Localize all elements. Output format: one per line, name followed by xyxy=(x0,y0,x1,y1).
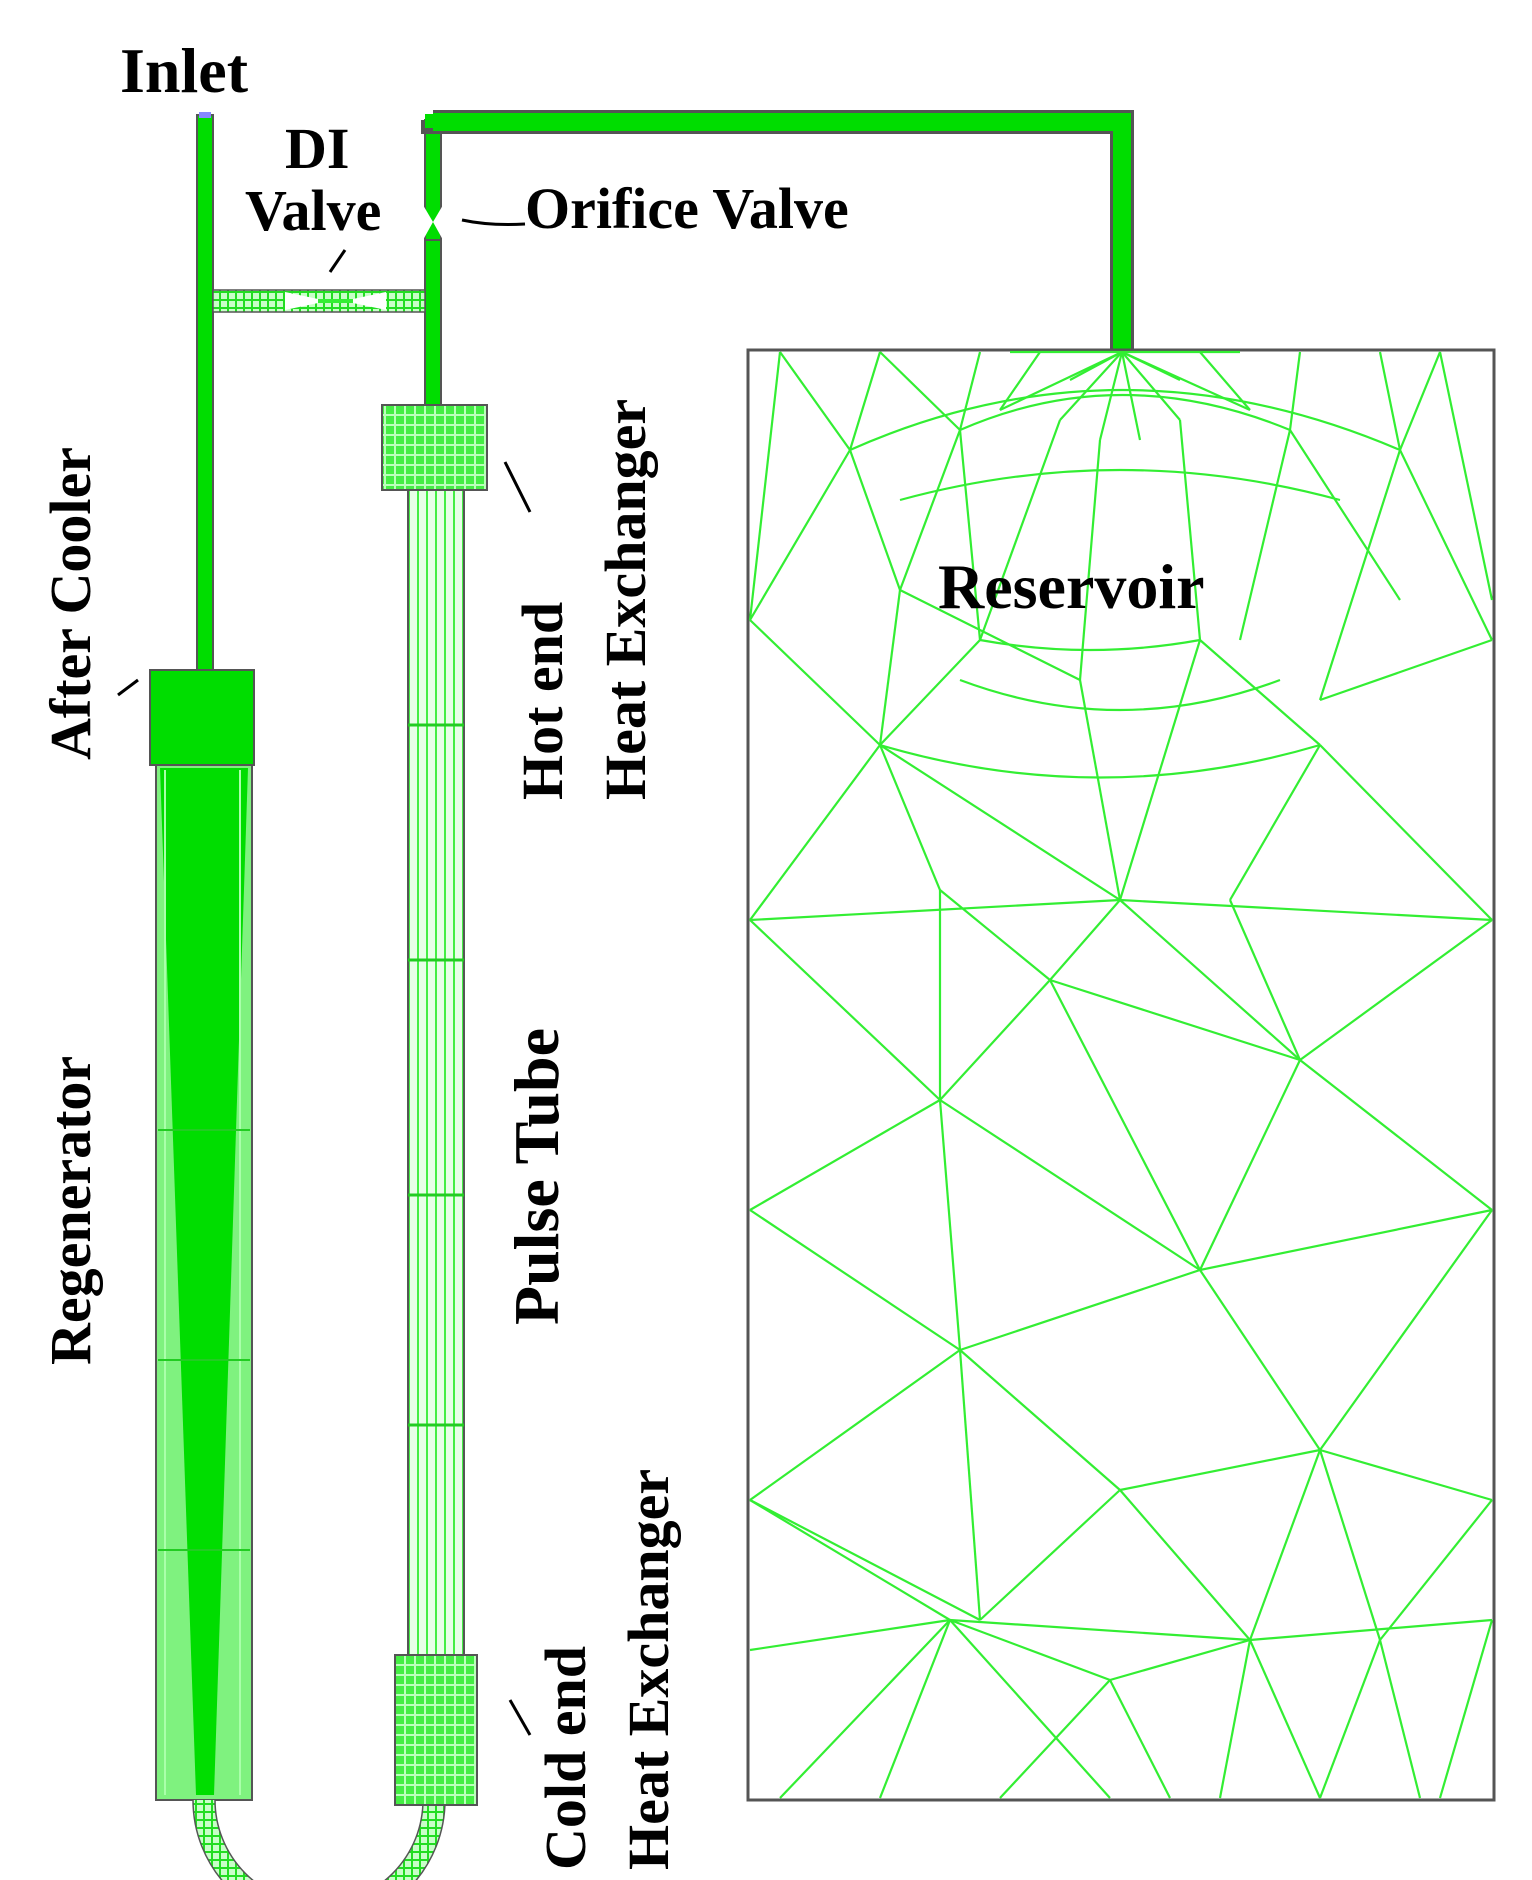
hot-end-leader xyxy=(503,461,532,513)
cold-end-label-line1: Cold end xyxy=(533,1646,598,1870)
hot-end-heat-exchanger xyxy=(381,404,488,491)
after-cooler-label: After Cooler xyxy=(38,447,103,760)
reservoir-label: Reservoir xyxy=(938,551,1205,622)
pulse-tube-label: Pulse Tube xyxy=(501,1028,572,1325)
cold-end-heat-exchanger xyxy=(394,1654,478,1806)
u-bend-connector xyxy=(193,1799,445,1880)
hot-end-label-line2: Heat Exchanger xyxy=(593,399,658,800)
di-valve xyxy=(212,289,426,313)
transfer-line xyxy=(421,110,1134,350)
orifice-valve xyxy=(423,119,443,241)
reservoir xyxy=(746,348,1496,1802)
orifice-line-tube xyxy=(424,239,442,406)
inlet-tube xyxy=(196,112,214,671)
after-cooler-leader xyxy=(117,678,139,697)
hot-end-label-line1: Hot end xyxy=(510,602,575,800)
di-valve-label-line2: Valve xyxy=(245,178,381,243)
regenerator xyxy=(155,764,253,1801)
cold-end-leader xyxy=(508,1699,532,1736)
cold-end-label-line2: Heat Exchanger xyxy=(616,1469,681,1870)
reservoir-mesh xyxy=(748,350,1494,1799)
inlet-label: Inlet xyxy=(120,35,249,106)
orifice-valve-label: Orifice Valve xyxy=(525,176,849,241)
pulse-tube xyxy=(407,484,465,1656)
leader-lines xyxy=(117,218,532,1736)
orifice-valve-leader xyxy=(461,218,526,226)
di-valve-leader xyxy=(328,249,347,273)
di-valve-label-line1: DI xyxy=(285,116,349,181)
inlet-cap xyxy=(199,112,211,118)
regenerator-label: Regenerator xyxy=(38,1056,103,1365)
after-cooler xyxy=(149,669,255,766)
